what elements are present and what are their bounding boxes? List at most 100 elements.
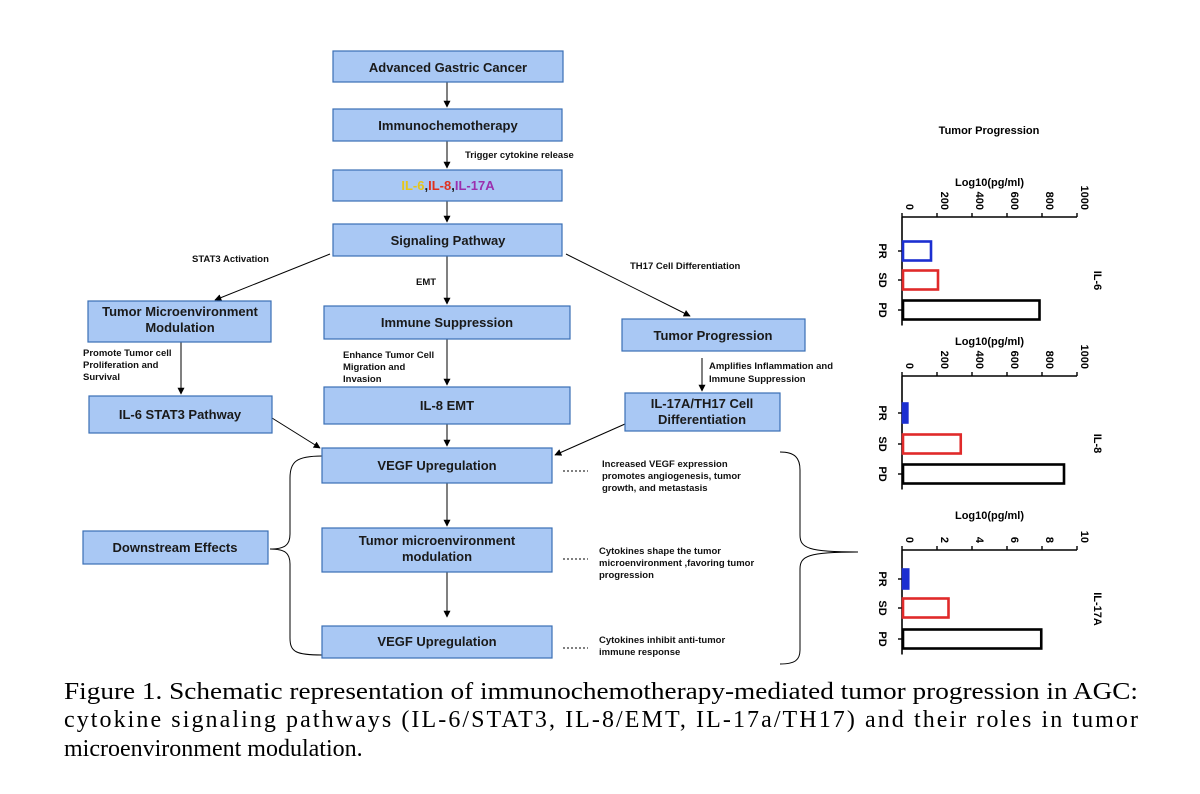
panel-label: IL-8	[1091, 434, 1103, 454]
category-label: PD	[876, 302, 888, 317]
text-line: VEGF Upregulation	[377, 634, 496, 649]
box-cytokines: IL-6,IL-8,IL-17A	[332, 169, 563, 202]
text-line: IL-17A/TH17 Cell	[651, 396, 754, 411]
text-line: Amplifies Inflammation and	[709, 361, 833, 372]
bar-pd	[901, 628, 1043, 650]
tick-label: 0	[903, 537, 915, 543]
text-line: Proliferation and	[83, 360, 159, 371]
category-label: PD	[876, 466, 888, 481]
text-line: Modulation	[145, 320, 214, 335]
text-line: TH17 Cell Differentiation	[630, 261, 741, 272]
text-line: Advanced Gastric Cancer	[369, 60, 527, 75]
text-line: Immune Suppression	[709, 374, 806, 385]
tick-label: 800	[1043, 351, 1055, 369]
text-line: Invasion	[343, 374, 382, 385]
panel-label: IL-17A	[1091, 592, 1103, 626]
tick-label: 6	[1008, 537, 1020, 543]
tick-label: 0	[903, 204, 915, 210]
text-line: VEGF Upregulation	[377, 458, 496, 473]
bar-pd	[901, 463, 1066, 485]
axis-label: Log10(pg/ml)	[955, 336, 1024, 348]
text-line: Enhance Tumor Cell	[343, 350, 434, 361]
box-label: Tumor Progression	[654, 328, 773, 343]
box-label: Immune Suppression	[381, 315, 513, 330]
box-immunochemotherapy: Immunochemotherapy	[332, 108, 563, 142]
text-line: microenvironment ,favoring tumor	[599, 558, 754, 569]
box-label: Advanced Gastric Cancer	[369, 60, 527, 75]
tick-label: 200	[938, 192, 950, 210]
tick-label: 600	[1008, 192, 1020, 210]
cytokine-il6: IL-6	[401, 178, 424, 193]
box-label: Signaling Pathway	[391, 233, 507, 248]
text-line: Immunochemotherapy	[378, 118, 518, 133]
tick-label: 1000	[1078, 345, 1090, 369]
bar-pr	[901, 402, 909, 424]
box-label: VEGF Upregulation	[377, 458, 496, 473]
text-line: promotes angiogenesis, tumor	[602, 471, 741, 482]
cytokine-label: IL-6,IL-8,IL-17A	[401, 178, 495, 193]
category-label: SD	[876, 436, 888, 451]
text-line: Tumor microenvironment	[359, 533, 516, 548]
box-downstream-effects: Downstream Effects	[82, 530, 269, 565]
text-line: growth, and metastasis	[602, 483, 708, 494]
box-il6-stat3-pathway: IL-6 STAT3 Pathway	[88, 395, 273, 434]
right-brace	[779, 451, 859, 665]
box-vegf-upregulation-1: VEGF Upregulation	[321, 447, 553, 484]
box-label: Immunochemotherapy	[378, 118, 518, 133]
text-line: modulation	[402, 549, 472, 564]
text-line: EMT	[416, 277, 436, 288]
category-label: SD	[876, 600, 888, 615]
axis-label: Log10(pg/ml)	[955, 510, 1024, 522]
bar-sd	[901, 597, 950, 619]
tick-label: 200	[938, 351, 950, 369]
cytokine-il8: IL-8	[428, 178, 451, 193]
chart-title: Tumor Progression	[939, 125, 1040, 137]
tick-label: 800	[1043, 192, 1055, 210]
caption-line-2: cytokine signaling pathways (IL-6/STAT3,…	[64, 707, 1138, 733]
cytokine-il17a: IL-17A	[455, 178, 495, 193]
bar-pr	[901, 568, 910, 590]
box-immune-suppression: Immune Suppression	[323, 305, 571, 340]
caption-line-1: Figure 1. Schematic representation of im…	[64, 679, 1138, 705]
text-line: Increased VEGF expression	[602, 459, 728, 470]
box-label: VEGF Upregulation	[377, 634, 496, 649]
tick-label: 400	[973, 351, 985, 369]
cytokine-separator: ,	[425, 178, 429, 193]
text-line: Cytokines shape the tumor	[599, 546, 721, 557]
annotation-labels: Trigger cytokine release STAT3 Activatio…	[83, 150, 833, 658]
tick-label: 400	[973, 192, 985, 210]
tick-label: 8	[1043, 537, 1055, 543]
text-line: IL-8 EMT	[420, 398, 474, 413]
bar-sd	[901, 269, 940, 291]
box-vegf-upregulation-2: VEGF Upregulation	[321, 625, 553, 659]
tick-label: 4	[973, 537, 985, 544]
text-line: IL-6 STAT3 Pathway	[119, 407, 242, 422]
text-line: STAT3 Activation	[192, 254, 269, 265]
cytokine-separator: ,	[451, 178, 455, 193]
text-line: Cytokines inhibit anti-tumor	[599, 635, 725, 646]
panel-label: IL-6	[1091, 271, 1103, 291]
category-label: PR	[876, 571, 888, 586]
box-label: Downstream Effects	[113, 540, 238, 555]
box-advanced-gastric-cancer: Advanced Gastric Cancer	[332, 50, 564, 83]
box-il8-emt: IL-8 EMT	[323, 386, 571, 425]
connectors	[177, 82, 859, 665]
text-line: Immune Suppression	[381, 315, 513, 330]
chart-panels: Tumor Progression Log10(pg/ml) 0 200 400 600…	[876, 125, 1103, 655]
category-label: SD	[876, 272, 888, 287]
bar-pd	[901, 299, 1041, 321]
